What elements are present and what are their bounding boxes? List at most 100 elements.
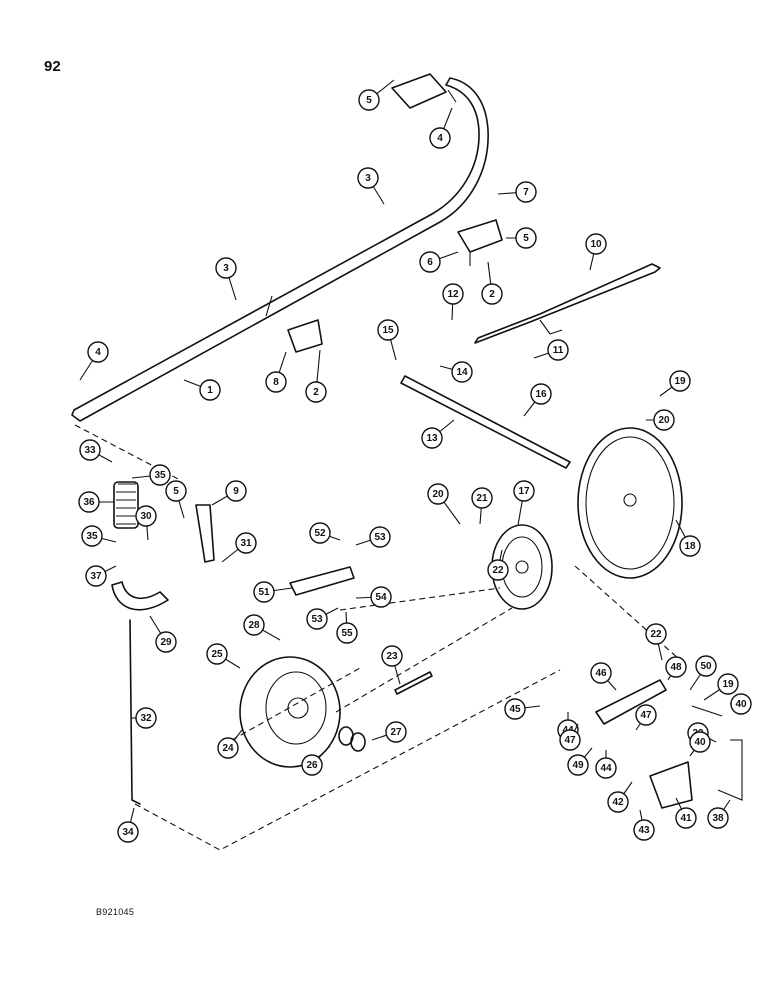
- callout-label: 33: [84, 445, 96, 456]
- callout-label: 1: [207, 385, 213, 396]
- callout-label: 53: [311, 614, 323, 625]
- callout-label: 42: [612, 797, 624, 808]
- callout-label: 22: [492, 565, 504, 576]
- callout-label: 36: [83, 497, 95, 508]
- callout-label: 35: [86, 531, 98, 542]
- callout-12: 12: [442, 283, 464, 321]
- callout-47: 47: [559, 723, 581, 751]
- callout-label: 41: [680, 813, 692, 824]
- callout-circle: [336, 622, 358, 644]
- callout-label: 15: [382, 325, 394, 336]
- callout-circle: [481, 283, 503, 305]
- callout-label: 10: [590, 239, 602, 250]
- callout-label: 11: [553, 345, 564, 356]
- callout-circle: [377, 319, 399, 341]
- callout-circle: [199, 379, 221, 401]
- callout-label: 54: [375, 592, 387, 603]
- page-number: 92: [44, 58, 61, 75]
- callout-circle: [675, 807, 697, 829]
- callout-circle: [595, 757, 617, 779]
- callout-label: 3: [223, 263, 229, 274]
- callout-circle: [370, 586, 392, 608]
- callout-label: 7: [523, 187, 529, 198]
- callout-22: 22: [645, 623, 667, 661]
- callout-circle: [215, 257, 237, 279]
- callout-35: 35: [131, 464, 171, 486]
- callout-46: 46: [590, 662, 617, 691]
- callout-14: 14: [439, 361, 473, 383]
- callout-7: 7: [497, 181, 537, 203]
- callout-27: 27: [371, 721, 407, 743]
- callout-circle: [471, 487, 493, 509]
- callout-5: 5: [506, 227, 537, 249]
- callout-8: 8: [265, 351, 287, 393]
- callout-circle: [547, 339, 569, 361]
- callout-circle: [79, 439, 101, 461]
- callout-19: 19: [703, 673, 739, 701]
- figure-code: B921045: [96, 907, 135, 917]
- callout-label: 40: [735, 699, 747, 710]
- callout-circle: [504, 698, 526, 720]
- callout-1: 1: [183, 379, 221, 401]
- callout-31: 31: [221, 532, 257, 563]
- callout-16: 16: [523, 383, 552, 417]
- callout-circle: [669, 370, 691, 392]
- callout-43: 43: [633, 809, 655, 841]
- callout-circle: [689, 731, 711, 753]
- callout-circle: [513, 480, 535, 502]
- callout-11: 11: [533, 339, 569, 361]
- callout-circle: [165, 480, 187, 502]
- callout-52: 52: [309, 522, 341, 544]
- callout-49: 49: [567, 747, 593, 776]
- callout-50: 50: [689, 655, 717, 691]
- callout-label: 25: [211, 649, 223, 660]
- callout-circle: [451, 361, 473, 383]
- callout-circle: [590, 662, 612, 684]
- callout-label: 5: [366, 95, 372, 106]
- callout-18: 18: [675, 519, 701, 557]
- callout-label: 46: [595, 668, 607, 679]
- callout-label: 3: [365, 173, 371, 184]
- callout-circle: [81, 525, 103, 547]
- callout-circle: [87, 341, 109, 363]
- callout-circle: [421, 427, 443, 449]
- part-drawings: [71, 73, 743, 851]
- callout-circle: [679, 535, 701, 557]
- callout-label: 44: [600, 763, 612, 774]
- callout-48: 48: [665, 656, 687, 681]
- callout-30: 30: [135, 505, 157, 541]
- callout-19: 19: [659, 370, 691, 397]
- callout-label: 26: [306, 760, 318, 771]
- callout-circle: [607, 791, 629, 813]
- callout-4: 4: [79, 341, 109, 381]
- callout-label: 31: [240, 538, 252, 549]
- callout-6: 6: [419, 251, 459, 273]
- callout-label: 8: [273, 377, 279, 388]
- callout-28: 28: [243, 614, 281, 641]
- callout-label: 52: [314, 528, 326, 539]
- callout-circle: [515, 181, 537, 203]
- callout-circle: [243, 614, 265, 636]
- callout-label: 6: [427, 257, 433, 268]
- callout-40: 40: [730, 693, 752, 715]
- callout-label: 2: [313, 387, 319, 398]
- callout-55: 55: [336, 611, 358, 644]
- callout-36: 36: [78, 491, 114, 513]
- callout-circle: [427, 483, 449, 505]
- callout-label: 16: [535, 389, 547, 400]
- callout-circle: [217, 737, 239, 759]
- callout-circle: [385, 721, 407, 743]
- callout-circle: [85, 565, 107, 587]
- callout-2: 2: [481, 261, 503, 305]
- callout-label: 18: [684, 541, 696, 552]
- callout-24: 24: [217, 729, 243, 759]
- callout-label: 48: [670, 662, 682, 673]
- callout-label: 38: [712, 813, 724, 824]
- callout-circle: [235, 532, 257, 554]
- callout-53: 53: [355, 526, 391, 548]
- callout-label: 22: [650, 629, 662, 640]
- callout-label: 47: [640, 710, 652, 721]
- callout-32: 32: [132, 707, 157, 729]
